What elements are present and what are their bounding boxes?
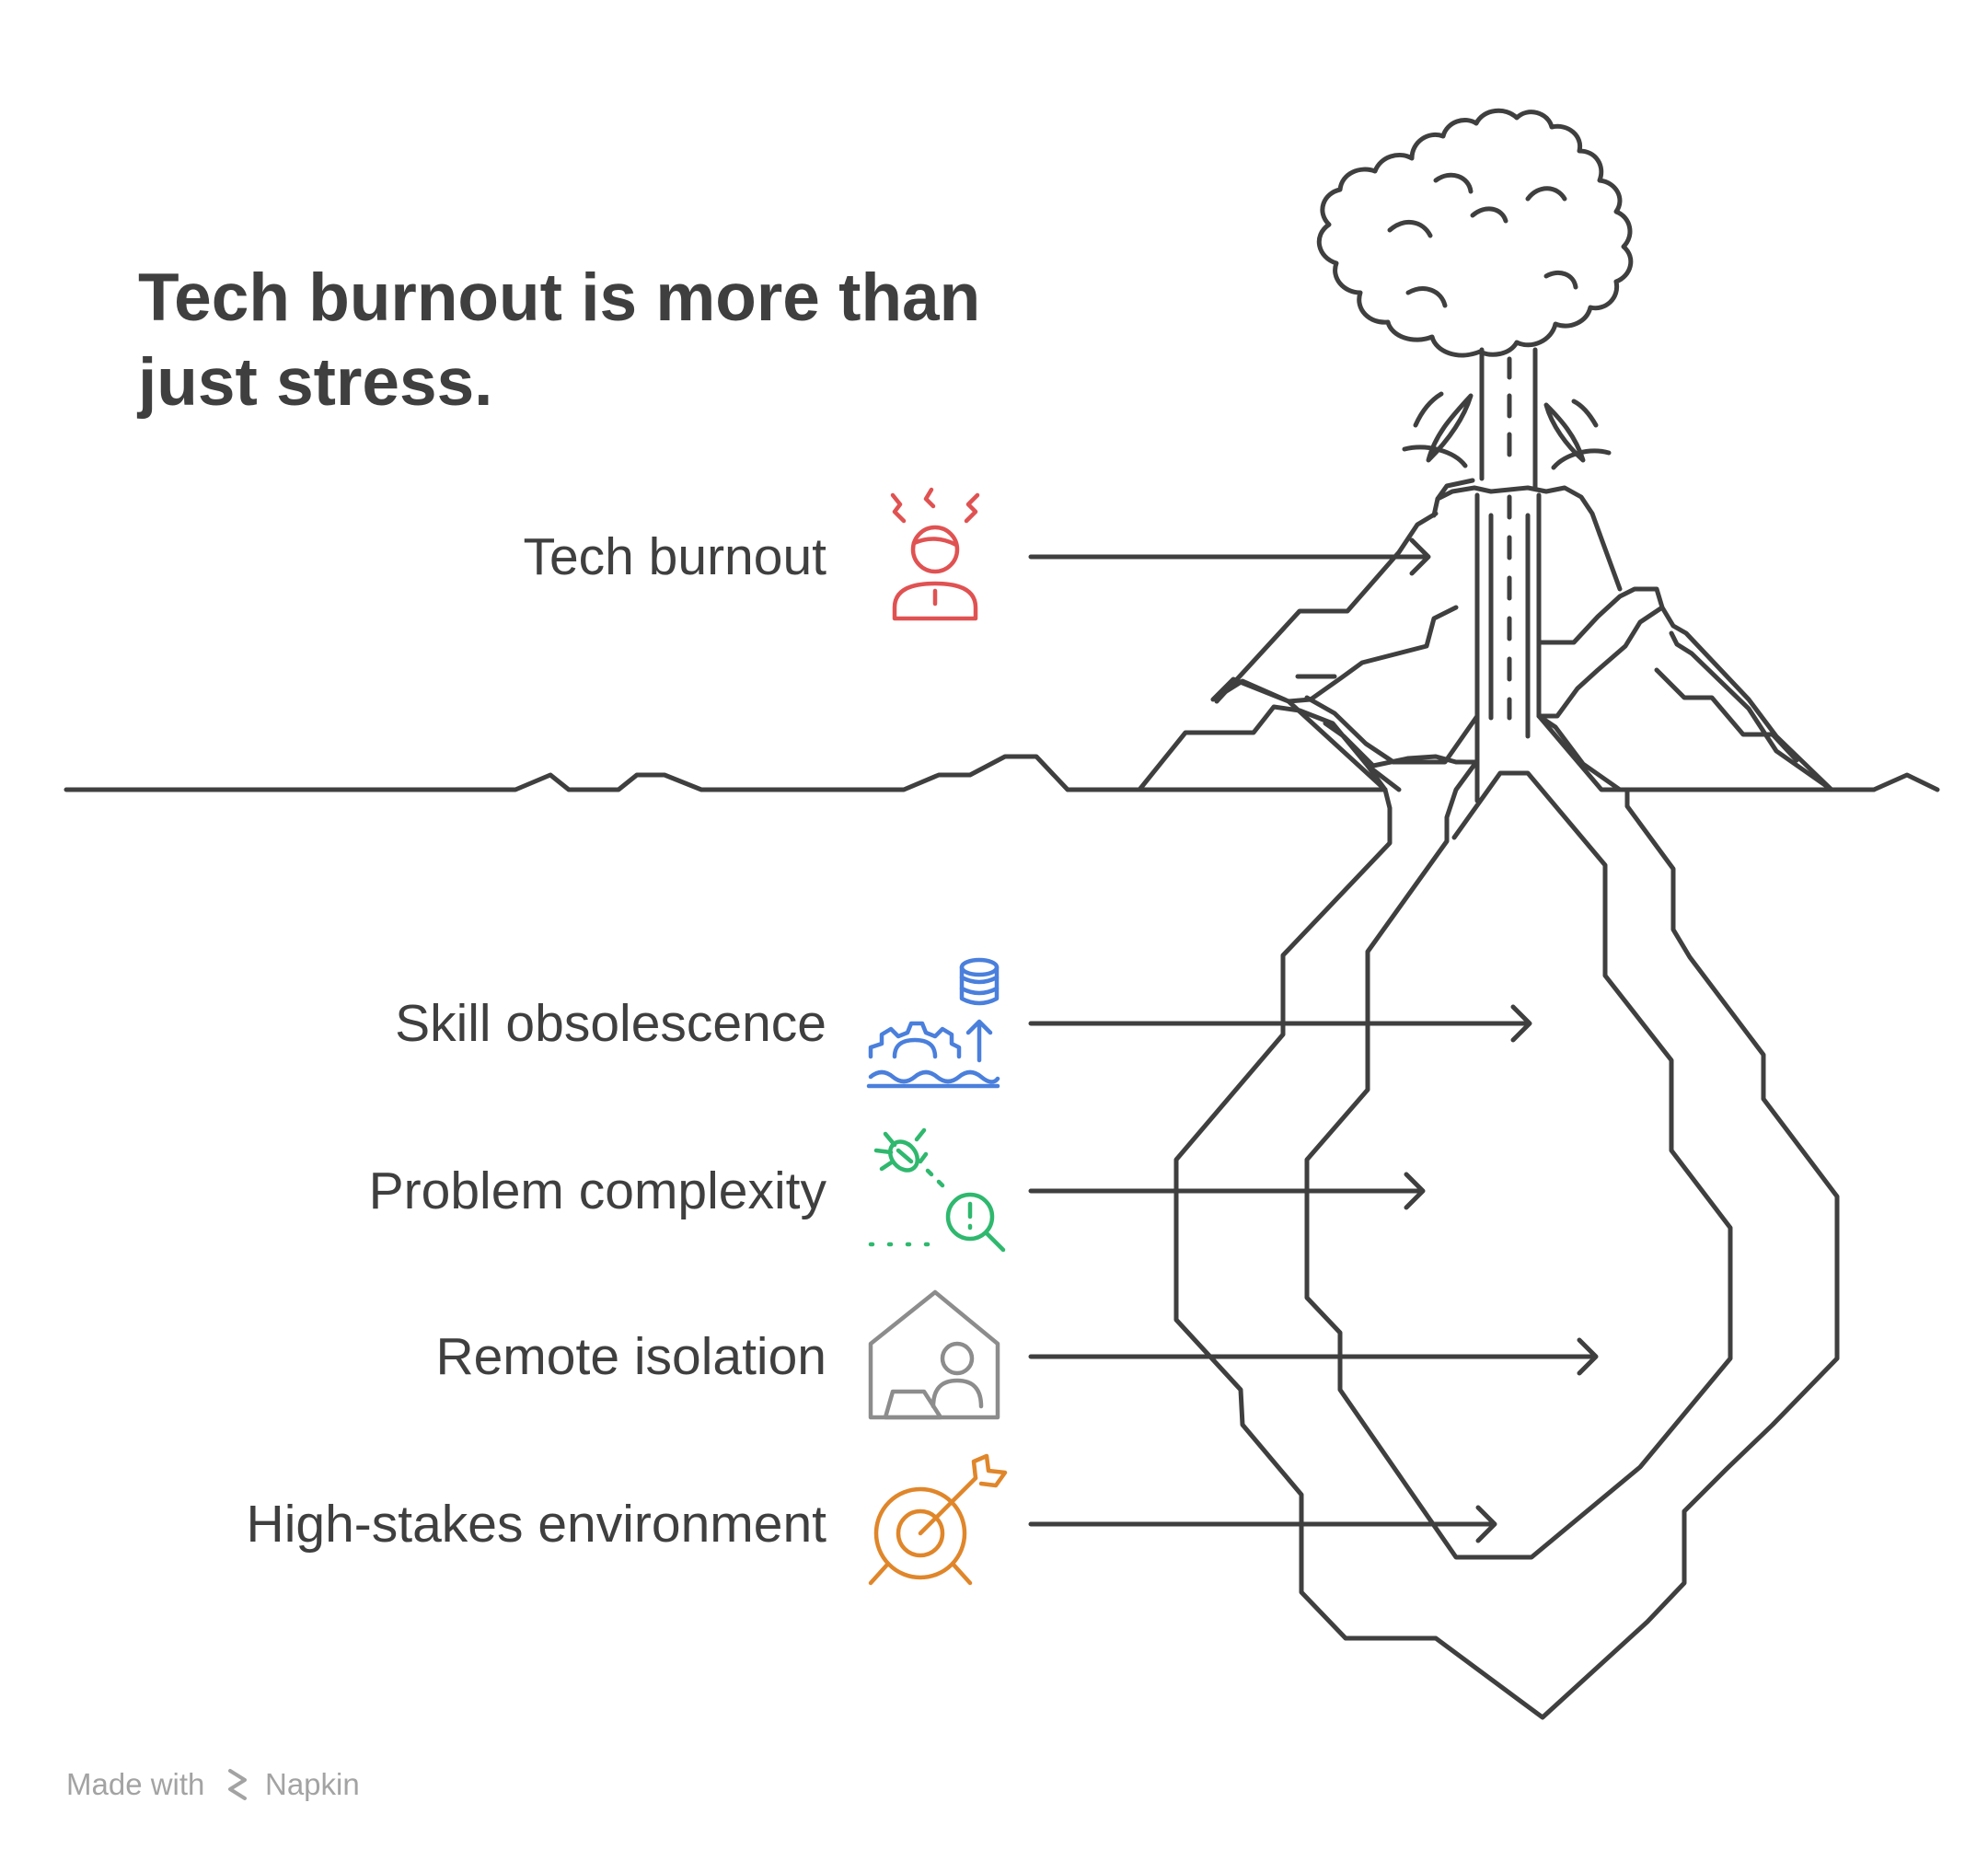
arrow-problem-complexity [1028,1172,1426,1210]
title-line-1: Tech burnout is more than [138,260,980,335]
watermark: Made with Napkin [66,1767,360,1801]
ground-line [64,754,1940,792]
label-tech-burnout: Tech burnout [523,527,826,586]
label-skill-obsolescence: Skill obsolescence [395,994,826,1053]
stressed-person-icon [890,487,980,621]
arrow-remote-isolation [1028,1337,1599,1376]
target-arrow-icon [868,1453,1008,1586]
label-remote-isolation: Remote isolation [435,1327,826,1386]
arrow-high-stakes-environment [1028,1505,1497,1543]
lava-splashes [1402,391,1612,470]
volcano-vent [1479,347,1538,739]
label-problem-complexity: Problem complexity [369,1161,827,1220]
watermark-prefix: Made with [66,1767,204,1801]
gear-database-growth-icon [866,957,1000,1089]
label-high-stakes-environment: High-stakes environment [247,1495,827,1554]
eruption-cloud [1316,108,1634,358]
volcano-peak [1137,478,1877,803]
watermark-brand: Napkin [265,1767,360,1801]
arrow-tech-burnout [1028,537,1431,576]
napkin-logo-icon [228,1769,247,1800]
arrow-skill-obsolescence [1028,1004,1532,1043]
underwater-iceberg [1173,713,1840,1720]
title-line-2: just stress. [136,345,492,420]
home-worker-icon [868,1289,1000,1420]
bug-search-icon [868,1127,1006,1253]
